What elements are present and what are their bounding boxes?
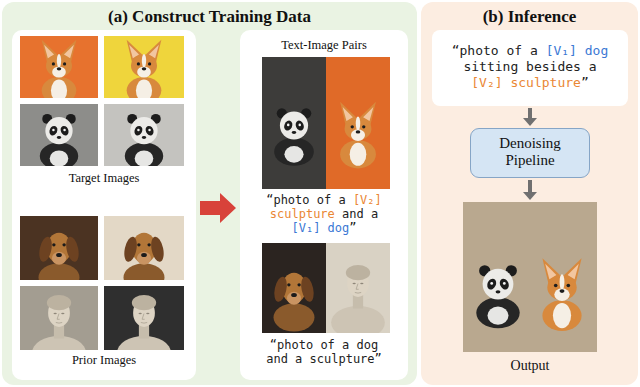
panda-sculpture-photo <box>125 114 163 170</box>
pair-images <box>262 57 390 339</box>
photo-ground <box>104 216 184 280</box>
photo-ground <box>262 243 326 333</box>
image-group-box: Target ImagesPrior Images <box>12 30 196 380</box>
photo-ground <box>262 57 326 189</box>
output-image: Output <box>463 202 597 380</box>
sculpture-photo <box>331 265 385 339</box>
corgi-photo <box>542 258 581 331</box>
image-label: Prior Images <box>12 353 196 368</box>
panel: (a) Construct Training DataTarget Images… <box>2 2 417 385</box>
photo-ground <box>104 36 184 98</box>
photo-ground <box>326 57 390 189</box>
text-slot: Text-Image Pairs <box>240 38 408 53</box>
photo-ground <box>104 286 184 350</box>
panel: (b) Inference “photo of a [V₁] dog sittin… <box>421 2 638 385</box>
flow-arrow <box>523 108 537 126</box>
panda-sculpture-photo <box>274 108 314 166</box>
corgi-photo <box>127 40 162 104</box>
dog-photo <box>37 233 80 292</box>
caption-text: “photo of a dog and a sculpture” <box>260 338 388 366</box>
process-label: Denoising Pipeline <box>480 135 580 169</box>
text-slot: “photo of a dog and a sculpture” <box>260 338 388 366</box>
text-slot: Output <box>463 357 597 374</box>
photo-ground <box>20 216 98 280</box>
text-slot: “photo of a [V₂] sculpture and a [V₁] do… <box>260 193 388 235</box>
panda-sculpture-photo <box>40 114 78 170</box>
sculpture-photo <box>117 295 171 369</box>
prior-images <box>20 216 184 369</box>
panda-sculpture-photo <box>476 265 519 328</box>
sculpture-photo <box>32 295 86 369</box>
text-slot: (b) Inference <box>421 7 638 27</box>
block-arrow <box>200 193 236 223</box>
prompt-box: “photo of a [V₁] dog sitting besides a [… <box>432 30 628 106</box>
text-slot: “photo of a [V₁] dog sitting besides a [… <box>447 43 613 91</box>
corgi-photo <box>42 40 77 104</box>
dog-photo <box>272 273 315 332</box>
corgi-photo <box>340 102 376 169</box>
group-heading: Text-Image Pairs <box>240 38 408 53</box>
token-highlight: [V₂] sculpture <box>471 75 581 90</box>
panel-heading: (b) Inference <box>421 7 638 27</box>
token-highlight: [V₂] sculpture <box>270 193 382 221</box>
text-slot: Target Images <box>12 171 196 186</box>
photo-ground <box>463 202 597 352</box>
caption-text: “photo of a [V₂] sculpture and a [V₁] do… <box>260 193 388 235</box>
panel-heading: (a) Construct Training Data <box>2 7 417 27</box>
photo-ground <box>20 286 98 350</box>
process-box: Denoising Pipeline <box>470 128 590 178</box>
photo-ground <box>20 104 98 166</box>
photo-ground <box>104 104 184 166</box>
dog-photo <box>122 233 165 292</box>
image-label: Output <box>463 357 597 374</box>
photo-ground <box>20 36 98 98</box>
target-images <box>20 36 184 170</box>
image-group-box: Text-Image Pairs “photo of a [V₂] sculptu… <box>240 30 408 380</box>
text-slot: (a) Construct Training Data <box>2 7 417 27</box>
flow-arrow <box>523 180 537 200</box>
photo-ground <box>326 243 390 333</box>
image-label: Target Images <box>12 171 196 186</box>
token-highlight: [V₁] dog <box>291 221 349 235</box>
prompt-text: “photo of a [V₁] dog sitting besides a [… <box>447 43 613 91</box>
token-highlight: [V₁] dog <box>546 43 609 58</box>
output-image <box>463 202 597 352</box>
text-slot: Denoising Pipeline <box>480 135 580 169</box>
text-slot: Prior Images <box>12 353 196 368</box>
